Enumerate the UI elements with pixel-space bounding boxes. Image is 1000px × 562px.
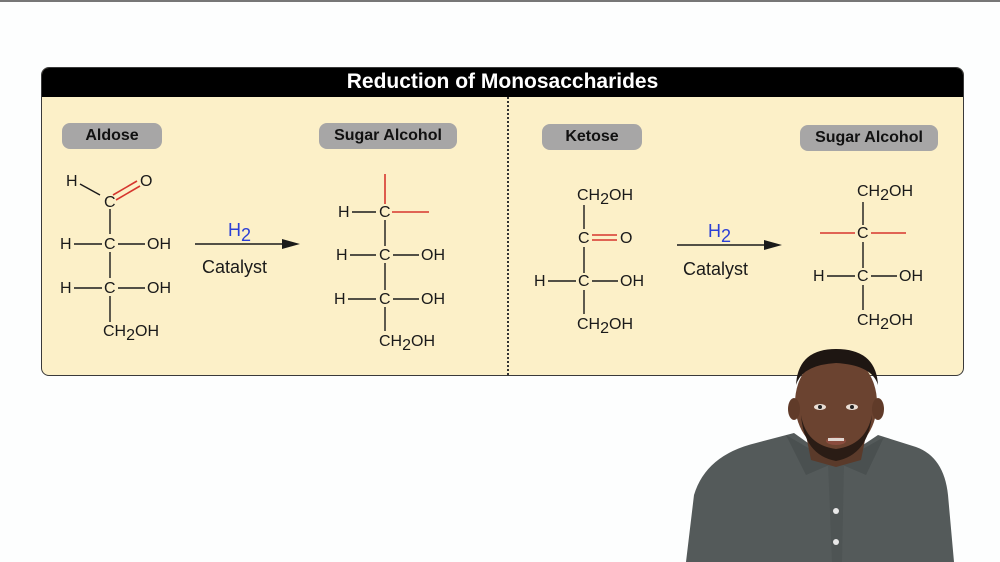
svg-text:H2: H2 xyxy=(708,221,731,246)
svg-text:C: C xyxy=(857,268,869,285)
svg-text:C: C xyxy=(379,204,391,221)
right-reaction-arrow: H2 Catalyst xyxy=(677,221,782,279)
svg-text:H: H xyxy=(534,273,546,290)
svg-text:CH2OH: CH2OH xyxy=(103,323,159,344)
svg-text:C: C xyxy=(104,194,116,211)
svg-text:H: H xyxy=(338,204,350,221)
svg-text:CH2OH: CH2OH xyxy=(857,312,913,333)
svg-text:H2: H2 xyxy=(228,220,251,245)
svg-text:C: C xyxy=(379,291,391,308)
svg-text:CH2OH: CH2OH xyxy=(379,333,435,354)
ketose-structure: CH2OH C O H C OH CH2OH xyxy=(534,187,644,337)
svg-text:Catalyst: Catalyst xyxy=(202,257,267,277)
svg-text:C: C xyxy=(104,280,116,297)
svg-text:Catalyst: Catalyst xyxy=(683,259,748,279)
aldose-label: Aldose xyxy=(62,123,162,149)
svg-text:H: H xyxy=(336,247,348,264)
left-sugar-alcohol-structure: H C H C OH H C OH CH2OH xyxy=(334,174,445,354)
slide-panel: Reduction of Monosaccharides Aldose Suga… xyxy=(41,67,964,376)
svg-text:H: H xyxy=(813,268,825,285)
top-border-line xyxy=(0,0,1000,2)
svg-text:CH2OH: CH2OH xyxy=(857,183,913,204)
svg-text:H: H xyxy=(60,236,72,253)
svg-text:C: C xyxy=(379,247,391,264)
svg-text:H: H xyxy=(60,280,72,297)
svg-text:C: C xyxy=(104,236,116,253)
svg-text:OH: OH xyxy=(899,268,923,285)
svg-text:H: H xyxy=(334,291,346,308)
reaction-divider xyxy=(507,97,509,375)
svg-text:OH: OH xyxy=(620,273,644,290)
slide-title: Reduction of Monosaccharides xyxy=(42,68,963,97)
aldose-structure: H C O H C OH H C OH CH2OH xyxy=(60,173,171,344)
svg-text:CH2OH: CH2OH xyxy=(577,187,633,208)
right-sugar-alcohol-structure: CH2OH C H C OH CH2OH xyxy=(813,183,923,333)
svg-text:OH: OH xyxy=(421,247,445,264)
presenter-video xyxy=(686,349,954,562)
svg-text:H: H xyxy=(66,173,78,190)
svg-text:O: O xyxy=(620,230,632,247)
left-reaction-arrow: H2 Catalyst xyxy=(195,220,300,277)
reaction-diagram: H C O H C OH H C OH CH2OH H2 xyxy=(60,173,923,354)
ketose-label: Ketose xyxy=(542,124,642,150)
left-sugar-alcohol-label: Sugar Alcohol xyxy=(319,123,457,149)
svg-text:CH2OH: CH2OH xyxy=(577,316,633,337)
svg-text:C: C xyxy=(857,225,869,242)
svg-text:C: C xyxy=(578,273,590,290)
right-sugar-alcohol-label: Sugar Alcohol xyxy=(800,125,938,151)
svg-text:C: C xyxy=(578,230,590,247)
svg-text:OH: OH xyxy=(147,280,171,297)
svg-text:OH: OH xyxy=(421,291,445,308)
svg-text:O: O xyxy=(140,173,152,190)
svg-text:OH: OH xyxy=(147,236,171,253)
